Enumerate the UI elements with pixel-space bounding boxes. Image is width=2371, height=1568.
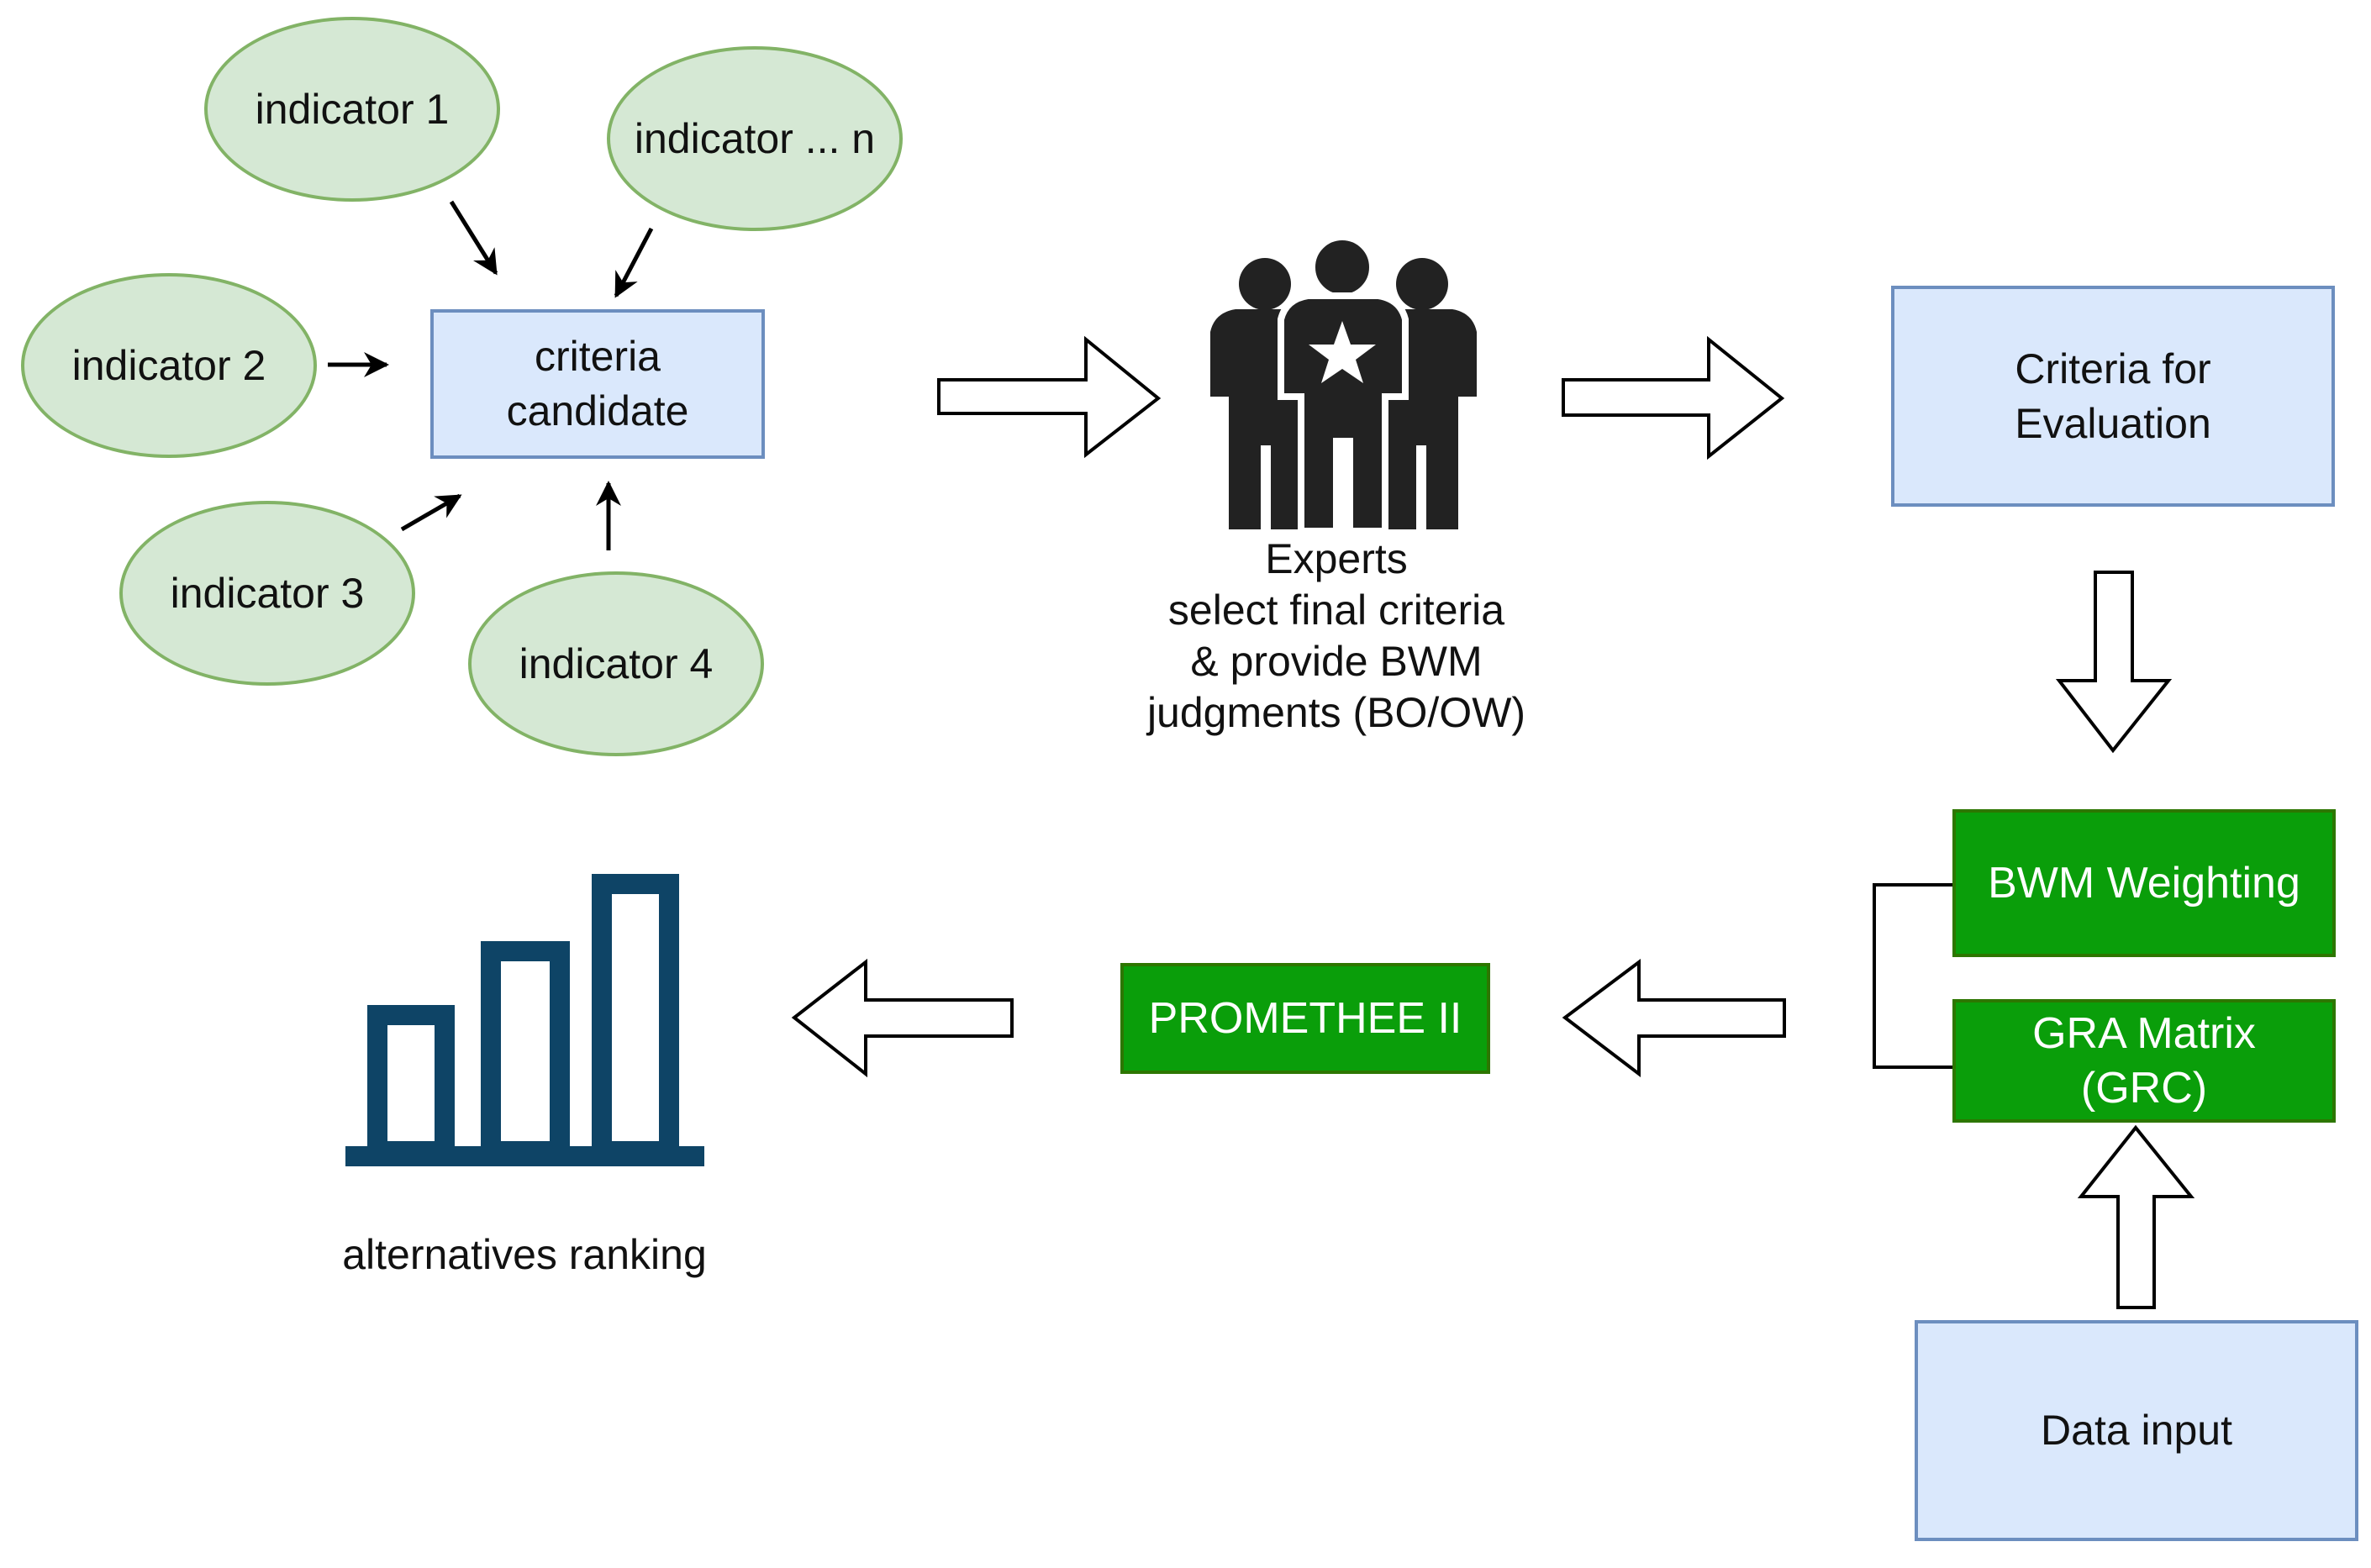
arrow-indicator3-to-candidate [400, 493, 462, 532]
block-arrow-criteria-to-bwm [2055, 571, 2173, 754]
gra-matrix-label: GRA Matrix (GRC) [2032, 1008, 2256, 1113]
bwm-weighting-label: BWM Weighting [1988, 858, 2300, 908]
arrow-indicatorn-to-candidate [614, 227, 654, 298]
bar-chart-icon [345, 874, 704, 1166]
experts-caption: Experts select final criteria & provide … [1146, 535, 1526, 736]
indicator-4-node: indicator 4 [468, 571, 764, 756]
indicator-2-node: indicator 2 [21, 273, 317, 458]
criteria-for-evaluation-label: Criteria for Evaluation [2015, 345, 2211, 447]
bwm-weighting-box: BWM Weighting [1952, 809, 2336, 957]
criteria-candidate-box: criteria candidate [430, 309, 765, 459]
block-arrow-methods-to-promethee [1562, 959, 1786, 1078]
criteria-for-evaluation-box: Criteria for Evaluation [1891, 286, 2335, 507]
block-arrow-data-to-gra [2077, 1124, 2195, 1309]
criteria-candidate-label: criteria candidate [506, 333, 689, 434]
indicator-4-label: indicator 4 [519, 640, 714, 687]
indicator-n-node: indicator ... n [607, 46, 903, 231]
bracket-bwm-gra [1873, 883, 1956, 1069]
indicator-3-label: indicator 3 [170, 570, 365, 617]
experts-group-icon [1210, 234, 1477, 534]
promethee-box: PROMETHEE II [1120, 963, 1490, 1074]
block-arrow-candidate-to-experts [937, 335, 1162, 459]
arrow-indicator1-to-candidate [449, 200, 498, 276]
promethee-label: PROMETHEE II [1148, 993, 1462, 1043]
block-arrow-promethee-to-ranking [791, 958, 1014, 1078]
indicator-2-label: indicator 2 [71, 342, 266, 389]
indicator-3-node: indicator 3 [119, 501, 415, 686]
block-arrow-experts-to-criteria [1562, 335, 1785, 460]
gra-matrix-box: GRA Matrix (GRC) [1952, 999, 2336, 1123]
indicator-1-label: indicator 1 [255, 86, 450, 133]
indicator-1-node: indicator 1 [204, 17, 500, 202]
star-icon [1309, 321, 1376, 383]
data-input-box: Data input [1915, 1320, 2358, 1541]
data-input-label: Data input [2041, 1407, 2232, 1454]
indicator-n-label: indicator ... n [634, 115, 876, 162]
alternatives-ranking-caption: alternatives ranking [342, 1231, 707, 1278]
